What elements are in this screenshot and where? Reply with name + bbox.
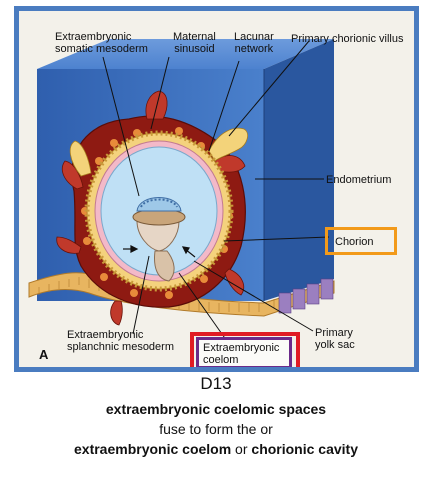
- label-extraembryonic-coelom: Extraembryonic coelom: [203, 342, 280, 366]
- label-somatic-mesoderm: Extraembryonic somatic mesoderm: [55, 31, 148, 55]
- caption-day: D13: [200, 374, 232, 393]
- caption-extraembryonic-coelom: extraembryonic coelom: [74, 441, 232, 457]
- label-maternal-sinusoid: Maternal sinusoid: [173, 31, 216, 55]
- inner-arrows: [123, 245, 196, 258]
- label-primary-yolk-sac: Primary yolk sac: [315, 327, 355, 351]
- coelom-highlight-outer-box: Extraembryonic coelom: [190, 332, 300, 367]
- embryo-diagram: Extraembryonic somatic mesoderm Maternal…: [14, 6, 419, 372]
- coelom-highlight-inner-box: Extraembryonic coelom: [196, 337, 292, 367]
- caption-coelomic-spaces: extraembryonic coelomic spaces: [105, 401, 327, 417]
- primary-chorionic-villus-shape: [69, 127, 249, 177]
- caption-final-line: extraembryonic coelom or chorionic cavit…: [0, 439, 432, 459]
- label-primary-chorionic-villus: Primary chorionic villus: [291, 33, 404, 45]
- label-lacunar-network: Lacunar network: [234, 31, 274, 55]
- label-endometrium: Endometrium: [326, 174, 392, 186]
- panel-letter: A: [39, 347, 49, 362]
- caption: D13 extraembryonic coelomic spaces fuse …: [0, 373, 432, 459]
- caption-or: or: [231, 441, 252, 457]
- diagram-illustration: [28, 39, 335, 345]
- chorion-highlight-box: Chorion: [325, 227, 397, 255]
- label-splanchnic-mesoderm: Extraembryonic splanchnic mesoderm: [67, 329, 174, 353]
- embryo-and-yolk-sac: [132, 197, 186, 282]
- uterine-glands: [278, 278, 334, 314]
- caption-fuse-text: fuse to form the or: [159, 421, 273, 437]
- label-chorion: Chorion: [335, 236, 374, 248]
- caption-chorionic-cavity: chorionic cavity: [251, 441, 358, 457]
